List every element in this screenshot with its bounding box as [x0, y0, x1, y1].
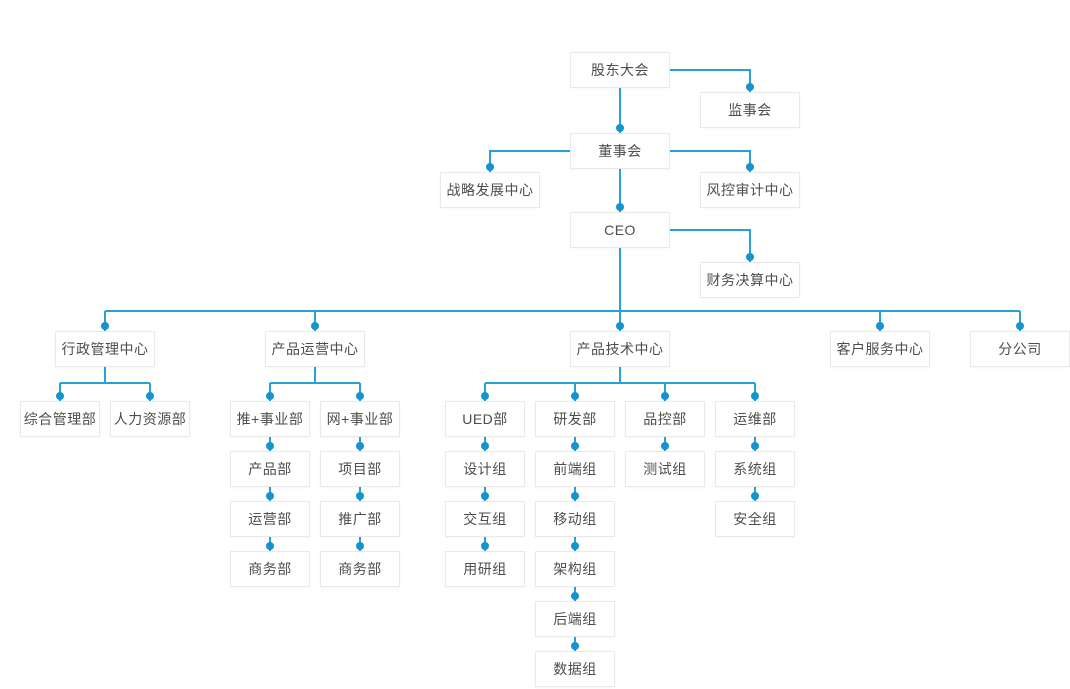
connector-dot [356, 392, 364, 400]
connector-dot [266, 492, 274, 500]
connector-dot [356, 442, 364, 450]
connector-dot [746, 83, 754, 91]
org-node-interaction-group: 交互组 [445, 501, 525, 537]
org-node-backend-group: 后端组 [535, 601, 615, 637]
connector-dot [481, 392, 489, 400]
connector-dot [356, 492, 364, 500]
connector-dot [746, 163, 754, 171]
connector-dot [356, 542, 364, 550]
connector-dot [751, 492, 759, 500]
org-node-security-group: 安全组 [715, 501, 795, 537]
org-node-tui-division: 推+事业部 [230, 401, 310, 437]
org-node-operations-dept: 运营部 [230, 501, 310, 537]
connector-dot [571, 492, 579, 500]
org-node-product-dept: 产品部 [230, 451, 310, 487]
org-node-shareholders: 股东大会 [570, 52, 670, 88]
connector-line [670, 69, 751, 92]
connector-line [670, 150, 751, 172]
connector-dot [616, 124, 624, 132]
org-node-mobile-group: 移动组 [535, 501, 615, 537]
org-node-branch-company: 分公司 [970, 331, 1070, 367]
connector-dot [266, 442, 274, 450]
org-node-ued-dept: UED部 [445, 401, 525, 437]
org-node-ops-maintenance-dept: 运维部 [715, 401, 795, 437]
connector-dot [1016, 322, 1024, 330]
connector-dot [571, 592, 579, 600]
org-node-product-ops-center: 产品运营中心 [265, 331, 365, 367]
connector-dot [266, 542, 274, 550]
connector-dot [101, 322, 109, 330]
org-node-promotion-dept: 推广部 [320, 501, 400, 537]
org-node-wang-division: 网+事业部 [320, 401, 400, 437]
connector-dot [616, 322, 624, 330]
org-node-product-tech-center: 产品技术中心 [570, 331, 670, 367]
connector-dot [571, 392, 579, 400]
org-node-hr-dept: 人力资源部 [110, 401, 190, 437]
org-node-supervisory-board: 监事会 [700, 92, 800, 128]
connector-dot [311, 322, 319, 330]
connector-dot [661, 392, 669, 400]
org-node-strategy-center: 战略发展中心 [440, 172, 540, 208]
connector-dot [571, 442, 579, 450]
connector-dot [486, 163, 494, 171]
connector-dot [876, 322, 884, 330]
org-node-customer-service-center: 客户服务中心 [830, 331, 930, 367]
org-node-data-group: 数据组 [535, 651, 615, 687]
org-node-business-dept-1: 商务部 [230, 551, 310, 587]
connector-dot [481, 542, 489, 550]
connector-dot [616, 203, 624, 211]
org-node-general-admin-dept: 综合管理部 [20, 401, 100, 437]
org-node-business-dept-2: 商务部 [320, 551, 400, 587]
connector-dot [751, 392, 759, 400]
org-node-architecture-group: 架构组 [535, 551, 615, 587]
org-node-design-group: 设计组 [445, 451, 525, 487]
connector-dot [266, 392, 274, 400]
connector-dot [751, 442, 759, 450]
connector-dot [481, 492, 489, 500]
org-node-finance-center: 财务决算中心 [700, 262, 800, 298]
connector-dot [56, 392, 64, 400]
connector-dot [571, 542, 579, 550]
org-node-ceo: CEO [570, 212, 670, 248]
connector-line [670, 229, 751, 262]
org-node-system-group: 系统组 [715, 451, 795, 487]
org-node-frontend-group: 前端组 [535, 451, 615, 487]
connector-dot [661, 442, 669, 450]
org-node-qc-dept: 品控部 [625, 401, 705, 437]
org-node-admin-center: 行政管理中心 [55, 331, 155, 367]
org-node-user-research-group: 用研组 [445, 551, 525, 587]
org-node-risk-audit-center: 风控审计中心 [700, 172, 800, 208]
org-node-board-of-directors: 董事会 [570, 133, 670, 169]
org-node-project-dept: 项目部 [320, 451, 400, 487]
org-node-rd-dept: 研发部 [535, 401, 615, 437]
connector-line [489, 150, 570, 172]
connector-dot [571, 642, 579, 650]
connector-dot [146, 392, 154, 400]
connector-dot [481, 442, 489, 450]
connector-dot [746, 253, 754, 261]
org-node-testing-group: 测试组 [625, 451, 705, 487]
